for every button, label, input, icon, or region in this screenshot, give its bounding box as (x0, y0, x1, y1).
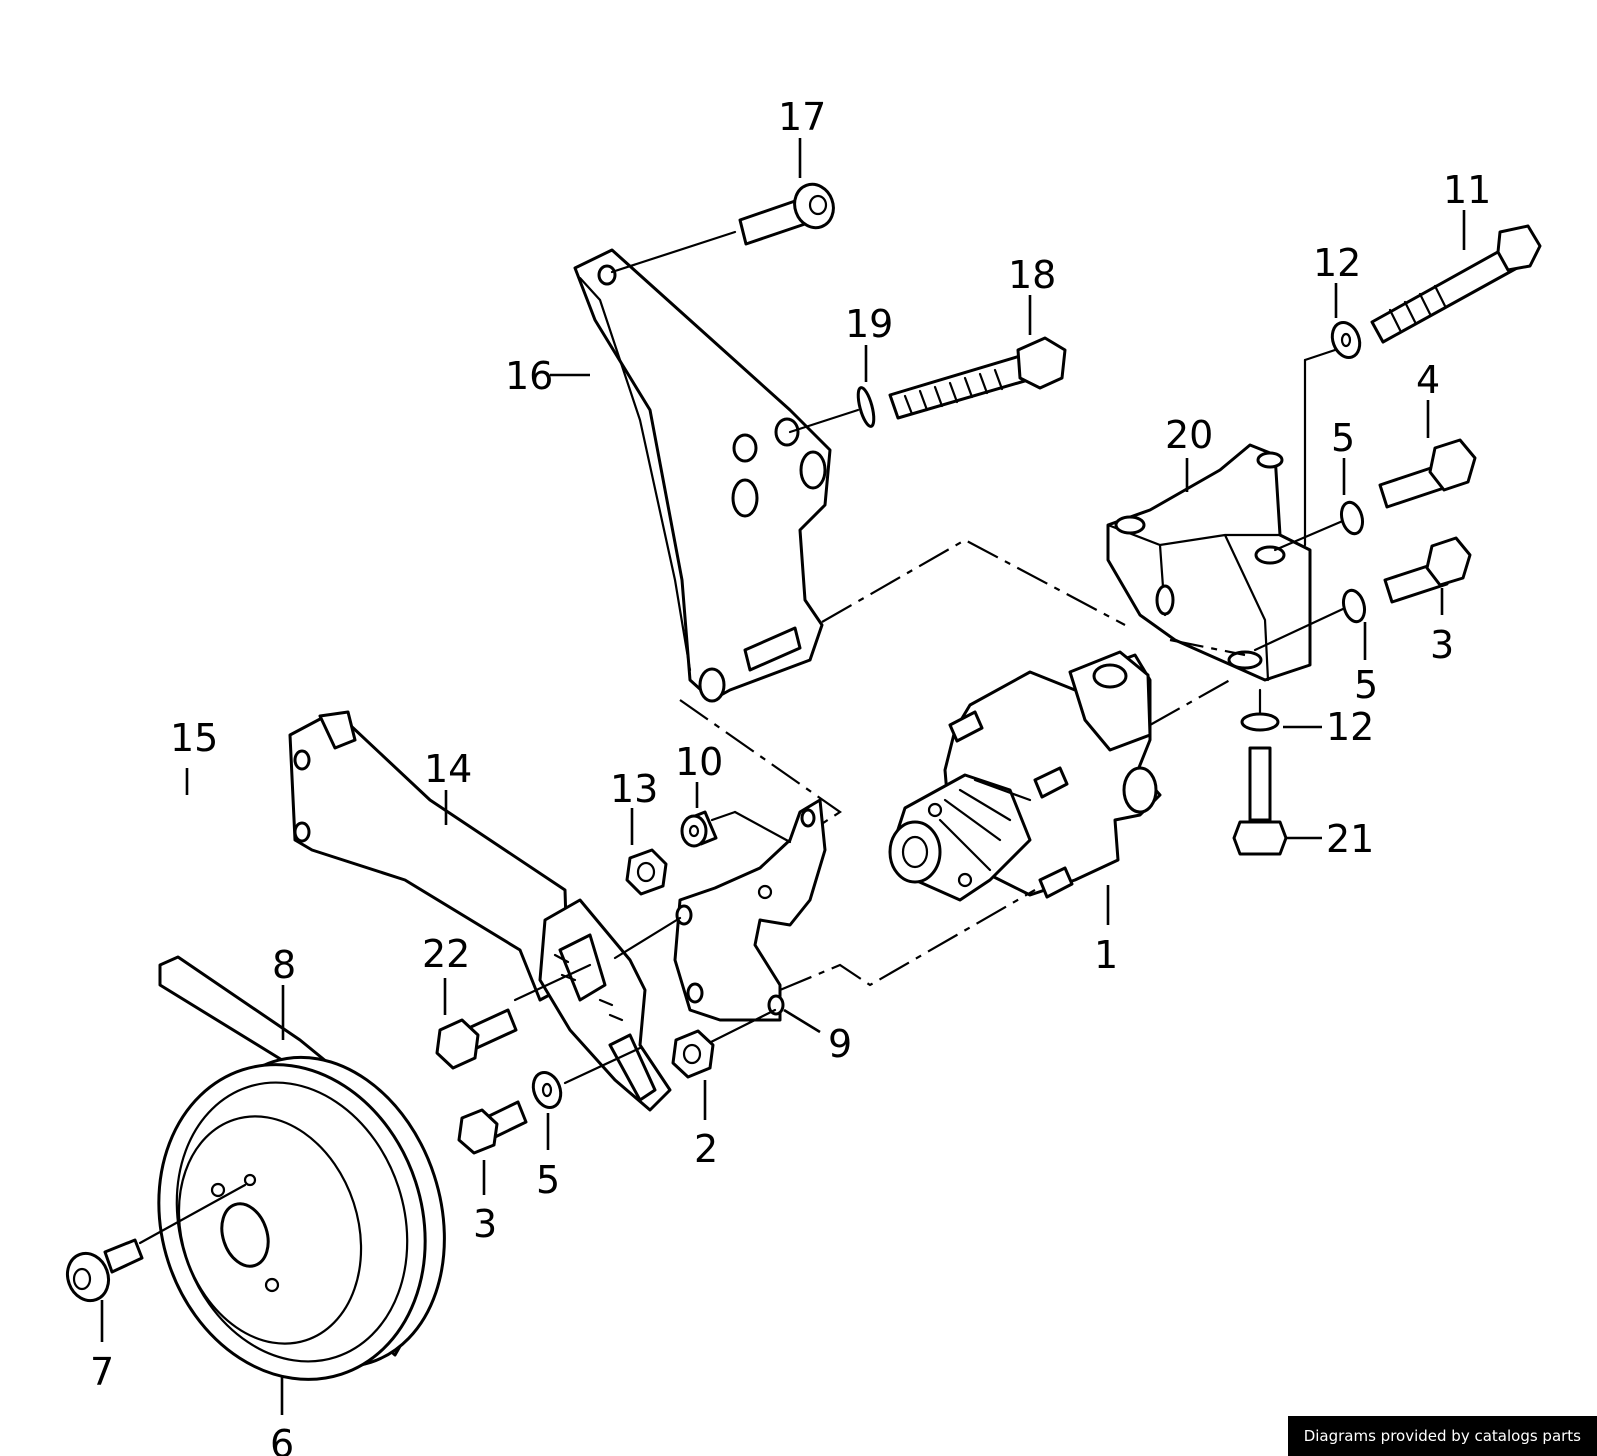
callout-5-right-lower: 5 (1354, 663, 1378, 707)
callout-3-right: 3 (1430, 623, 1454, 667)
washer-5-lower-left (531, 1046, 642, 1109)
bolt-17 (610, 182, 835, 274)
nut-13 (625, 848, 668, 896)
callout-12-top: 12 (1313, 241, 1361, 285)
washer-12-lower (1240, 688, 1280, 732)
callout-11: 11 (1443, 168, 1491, 212)
callout-5-extra: 5 (536, 1158, 560, 1202)
callout-6: 6 (270, 1422, 294, 1456)
callout-21: 21 (1326, 817, 1374, 861)
washer-19 (788, 386, 876, 434)
callout-18: 18 (1008, 253, 1056, 297)
power-steering-pump (888, 650, 1162, 902)
callout-15: 15 (170, 716, 218, 760)
callout-16: 16 (505, 354, 553, 398)
callout-14: 14 (424, 747, 472, 791)
bolt-3-lower (457, 1100, 528, 1155)
callout-19: 19 (845, 302, 893, 346)
bolt-21 (1232, 746, 1288, 856)
pulley (157, 955, 446, 1381)
plate-9 (673, 798, 827, 1022)
bolt-4 (1378, 438, 1477, 509)
callout-2: 2 (694, 1127, 718, 1171)
washer-5-upper (1273, 500, 1365, 552)
callout-9: 9 (828, 1022, 852, 1066)
callout-5-upper: 5 (1331, 416, 1355, 460)
bolt-7 (65, 1183, 247, 1303)
callout-1: 1 (1094, 933, 1118, 977)
tensioner-bracket (538, 898, 672, 1112)
bracket-16 (573, 248, 832, 703)
credit-banner: Diagrams provided by catalogs parts (1287, 1416, 1597, 1456)
callout-4: 4 (1416, 358, 1440, 402)
callout-20: 20 (1165, 413, 1213, 457)
callout-8: 8 (272, 943, 296, 987)
leader-lines (100, 138, 1466, 1415)
callout-5-lower: 5 (536, 1158, 560, 1202)
bracket-20 (1106, 443, 1312, 682)
bolt-3-right (1383, 536, 1472, 604)
washer-5-lower (1253, 588, 1367, 652)
callout-22: 22 (422, 932, 470, 976)
callout-7: 7 (90, 1350, 114, 1394)
nut-2 (671, 1008, 777, 1079)
washer-12-top (1330, 321, 1362, 359)
bolt-11 (1370, 224, 1542, 344)
bolt-18 (888, 336, 1067, 420)
callout-13: 13 (610, 767, 658, 811)
callout-17: 17 (778, 95, 826, 139)
callout-12-lower: 12 (1326, 705, 1374, 749)
spacer-10 (680, 810, 792, 848)
callout-3-extra: 3 (1430, 623, 1454, 667)
assembly-lines (679, 538, 1246, 992)
bolt-22 (435, 963, 592, 1070)
callout-3-lower: 3 (473, 1202, 497, 1246)
callout-10: 10 (675, 740, 723, 784)
